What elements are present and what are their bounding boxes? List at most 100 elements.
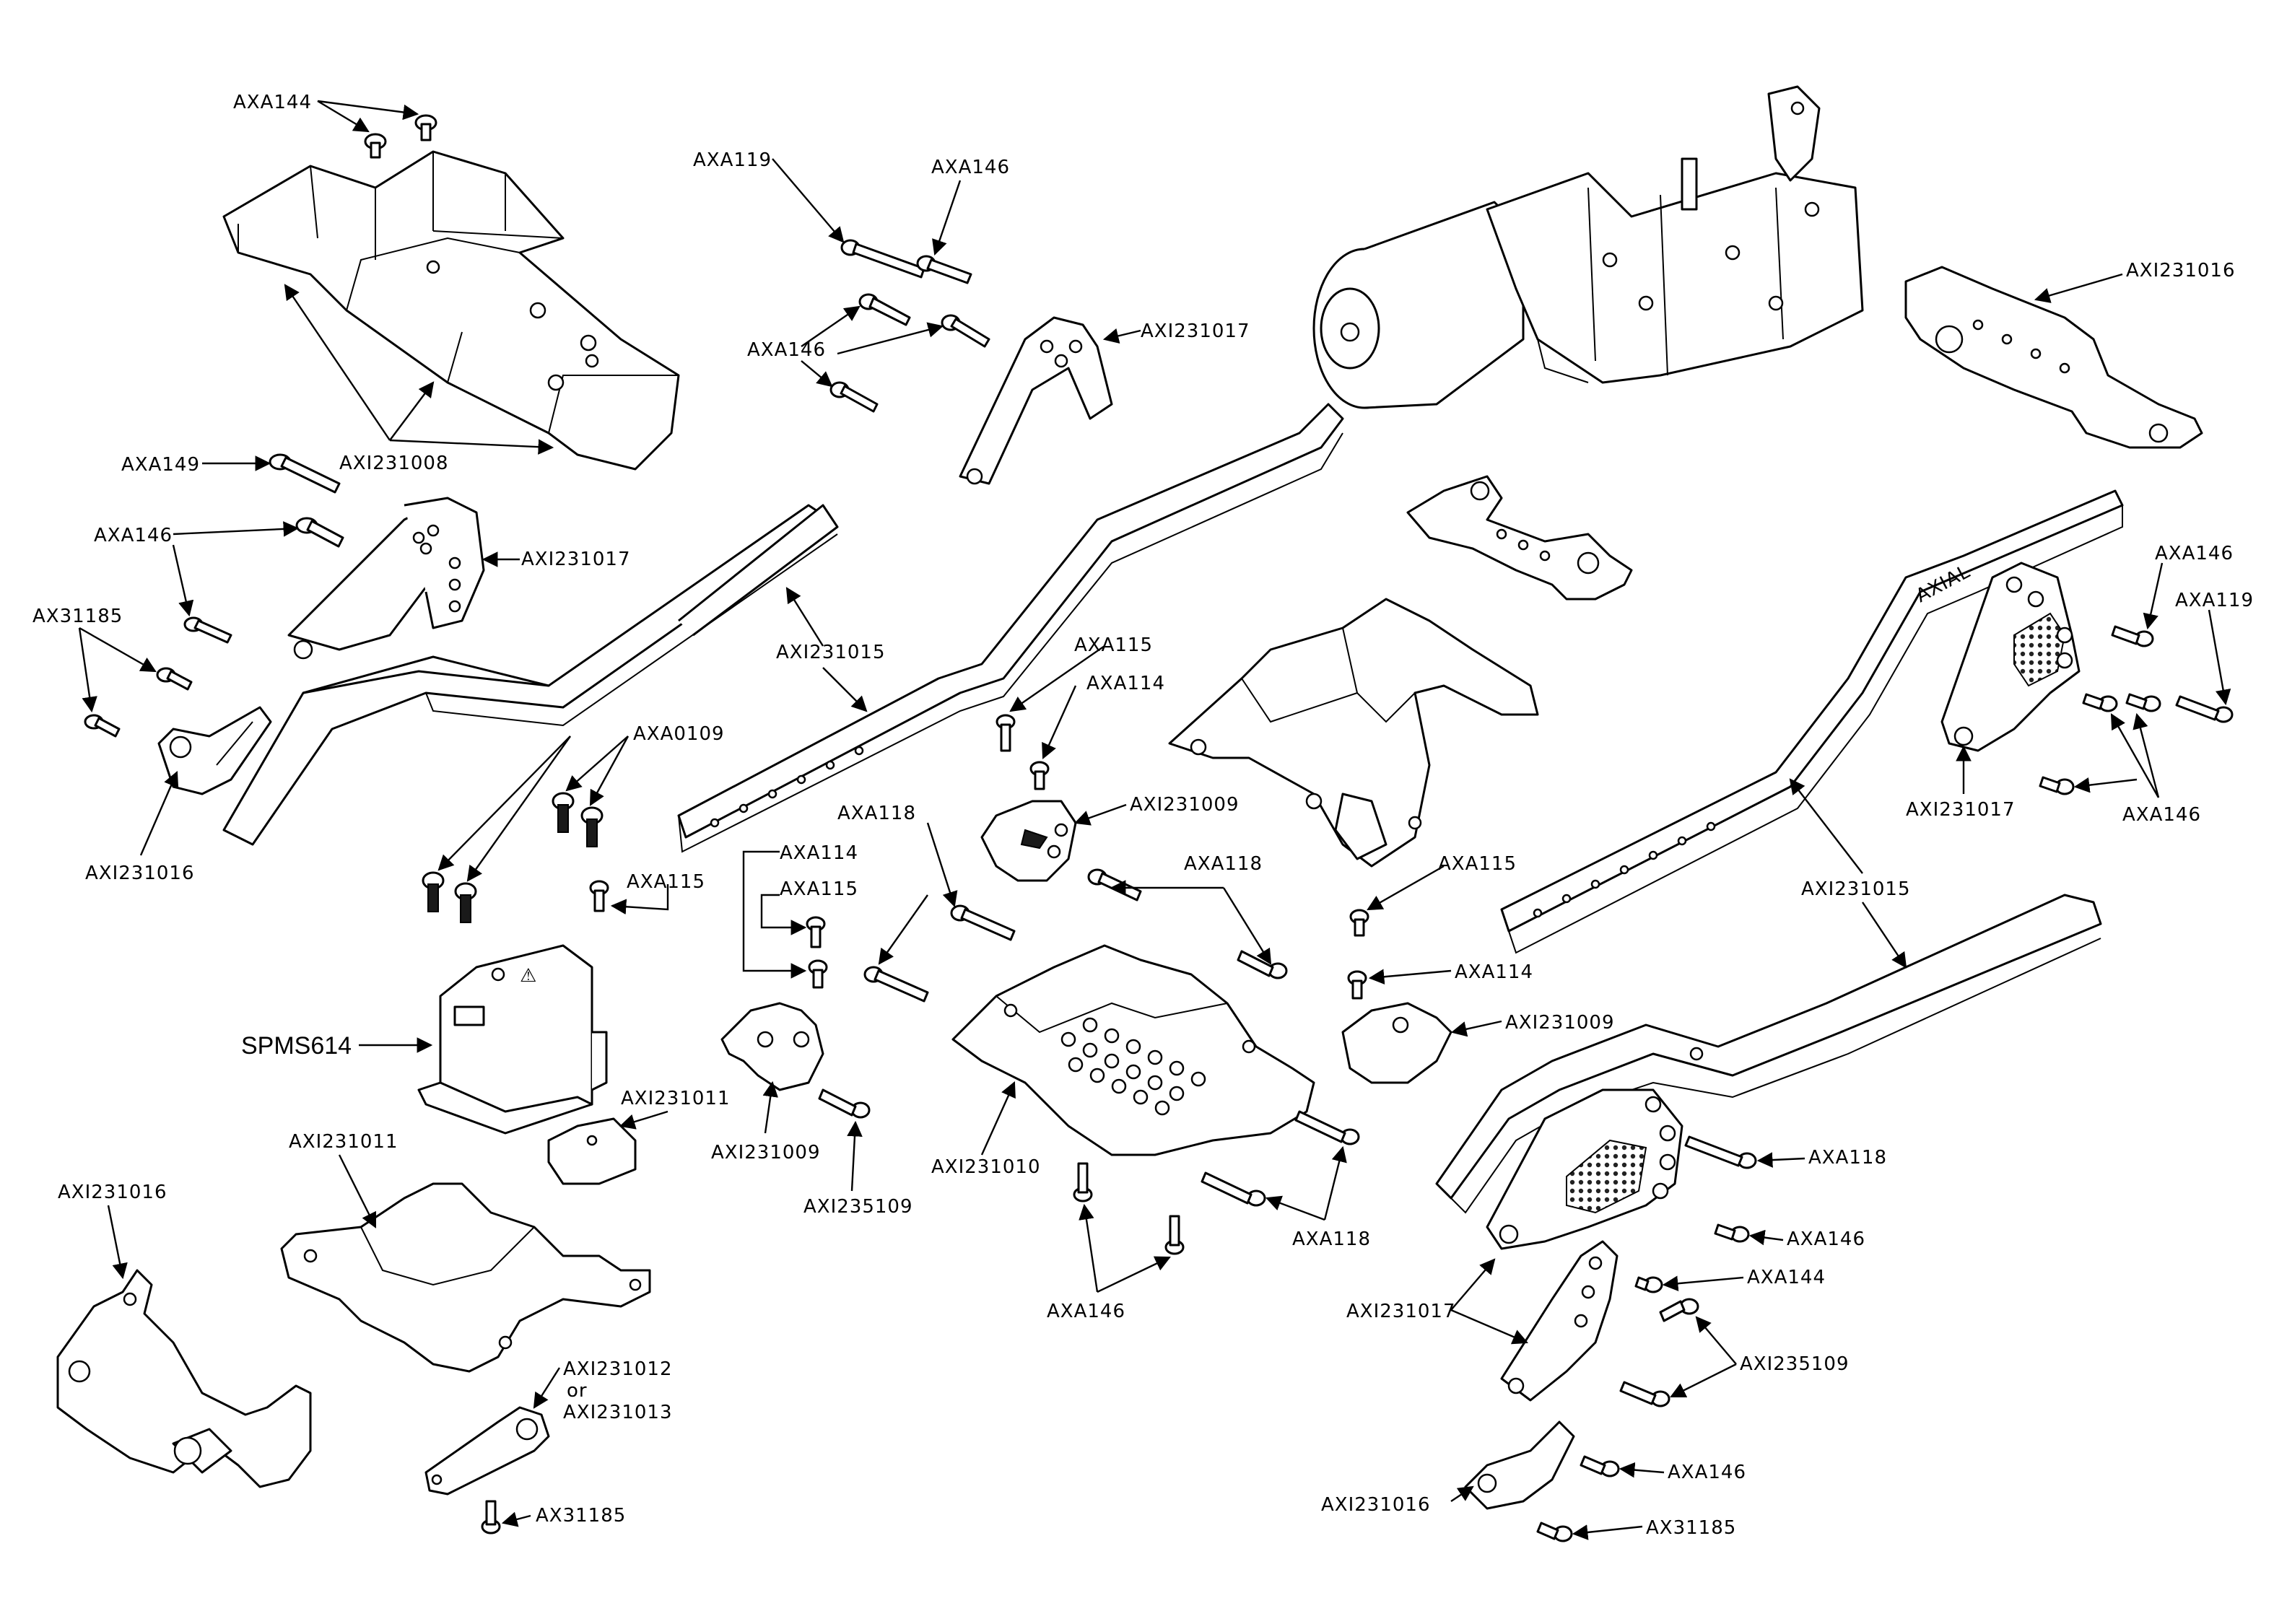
- label-axa114-a: AXA114: [780, 842, 858, 864]
- label-axi231013: AXI231013: [563, 1402, 673, 1423]
- screw-axa118-a: [950, 904, 1016, 941]
- label-axa114-c: AXA114: [1455, 961, 1533, 983]
- label-axi231016-b: AXI231016: [58, 1182, 167, 1203]
- label-axa118-d: AXA118: [1808, 1147, 1887, 1169]
- motor-transmission-part: [1312, 85, 1864, 409]
- label-axi231009-b: AXI231009: [1130, 794, 1240, 816]
- label-axi231017-a: AXI231017: [1141, 320, 1250, 342]
- label-axi231008: AXI231008: [339, 453, 449, 474]
- label-axi231012: AXI231012: [563, 1358, 673, 1380]
- shock-tower-center-part: [959, 316, 1113, 485]
- label-axi231017-c: AXI231017: [1906, 799, 2016, 821]
- label-axa146-d: AXA146: [1047, 1301, 1125, 1322]
- label-ax31185-a: AX31185: [32, 606, 123, 627]
- servo-mount-large-part: [280, 1182, 651, 1373]
- screw-axa144-a: [364, 133, 387, 159]
- screw-axa115-right: [1349, 909, 1369, 937]
- label-ax31185-c: AX31185: [1646, 1517, 1736, 1539]
- label-axa115-d: AXA115: [1438, 853, 1517, 875]
- frame-rail-center-part: [677, 403, 1344, 853]
- label-axa146-f: AXA146: [2122, 804, 2201, 826]
- label-axi231017-d: AXI231017: [1346, 1301, 1456, 1322]
- label-axa146-b: AXA146: [747, 339, 826, 361]
- screw-axa149: [269, 453, 341, 494]
- label-axa146-a: AXA146: [931, 157, 1010, 178]
- shock-tower-right-lower-part: [1486, 1088, 1683, 1250]
- screw-axa114-right: [1347, 970, 1367, 1000]
- screw-axa146-right-e: [1714, 1223, 1750, 1243]
- label-axi231010: AXI231010: [931, 1156, 1041, 1178]
- label-axa146-h: AXA146: [1668, 1462, 1746, 1483]
- crossmember-center-part: [1168, 598, 1539, 868]
- screw-axa146-right-d: [2039, 776, 2075, 795]
- label-axi231016-d: AXI231016: [1321, 1494, 1431, 1516]
- label-axa118-a: AXA118: [837, 803, 916, 824]
- label-or: or: [567, 1380, 588, 1402]
- screw-axa144-b: [414, 114, 437, 141]
- bumper-mount-bottom-left-part: [56, 1269, 312, 1488]
- screw-axi235109-b: [1659, 1298, 1699, 1322]
- frame-rail-left-part: [222, 504, 839, 846]
- screw-axa146-right-a: [2111, 625, 2154, 647]
- label-axi231017-b: AXI231017: [521, 549, 631, 570]
- screw-axa146-left-2: [183, 616, 232, 644]
- screw-axa118-e: [1294, 1110, 1360, 1145]
- label-axi235109-b: AXI235109: [1740, 1353, 1850, 1375]
- label-axa115-b: AXA115: [780, 878, 858, 900]
- label-axa118-b: AXA118: [1184, 853, 1263, 875]
- screw-ax31185-bottom: [481, 1500, 501, 1534]
- screw-axa0109-a: [552, 792, 575, 833]
- screw-axa146-a: [916, 255, 972, 284]
- crossmember-upper-part: [1406, 475, 1633, 601]
- label-axi231009-c: AXI231009: [1505, 1012, 1615, 1034]
- link-mount-left-part: [157, 706, 272, 795]
- label-ax31185-b: AX31185: [536, 1505, 626, 1527]
- center-skid-plate-part: [951, 944, 1315, 1156]
- screw-axa115-center: [806, 916, 826, 948]
- servo-horn-part: [424, 1406, 550, 1496]
- label-axi231015-a: AXI231015: [776, 642, 886, 663]
- screw-axa0109-c: [422, 871, 445, 912]
- label-axi231016-c: AXI231016: [2126, 260, 2236, 281]
- screw-axa146-c: [941, 314, 990, 348]
- screw-axa118-f: [1201, 1171, 1266, 1207]
- label-axi231011-a: AXI231011: [621, 1088, 731, 1109]
- screw-axa118-right: [1684, 1135, 1757, 1169]
- screw-axa115-left: [589, 880, 609, 912]
- servo-part: ⚠: [417, 944, 608, 1135]
- screw-axa118-d: [1237, 950, 1288, 979]
- screw-axi235109-c: [1619, 1381, 1670, 1407]
- screw-axa146-bottom-a: [1073, 1162, 1093, 1202]
- skid-plate-honeycomb: [1060, 1017, 1206, 1116]
- label-axi231009-a: AXI231009: [711, 1142, 821, 1164]
- shock-bracket-lower-right-part: [1500, 1240, 1619, 1402]
- shock-tower-right-upper-part: [1940, 562, 2081, 752]
- shock-tower-left-part: [287, 497, 485, 660]
- screw-axa118-c: [1087, 868, 1142, 902]
- label-axa114-b: AXA114: [1086, 673, 1165, 694]
- screw-axa119-right: [2175, 695, 2234, 723]
- label-axa146-g: AXA146: [1787, 1228, 1865, 1250]
- link-mount-top-right-part: [1904, 266, 2203, 449]
- label-axa149: AXA149: [121, 454, 200, 476]
- label-axi235109-a: AXI235109: [803, 1196, 913, 1218]
- label-axa115-a: AXA115: [627, 871, 705, 893]
- screw-axa146-right-f: [1580, 1455, 1620, 1477]
- screw-ax31185-a: [156, 667, 193, 691]
- screw-axa146-b: [858, 293, 911, 326]
- screw-axa146-right-c: [2082, 693, 2118, 712]
- screw-axa118-b: [863, 966, 929, 1003]
- label-axa146-e: AXA146: [2155, 543, 2234, 564]
- screw-axa114-upper: [1029, 761, 1050, 790]
- screw-axa0109-d: [454, 882, 477, 923]
- label-axa144-a: AXA144: [233, 92, 312, 113]
- screw-axa144-right: [1634, 1276, 1663, 1293]
- screw-axa146-bottom-b: [1164, 1215, 1185, 1255]
- link-mount-axi231009-c-part: [1341, 1002, 1452, 1084]
- link-mount-axi231009-a-part: [720, 1002, 824, 1091]
- screw-axa0109-b: [580, 806, 604, 847]
- label-axa115-c: AXA115: [1074, 634, 1153, 656]
- screw-ax31185-right: [1536, 1522, 1573, 1542]
- link-mount-lower-right-part: [1464, 1420, 1575, 1510]
